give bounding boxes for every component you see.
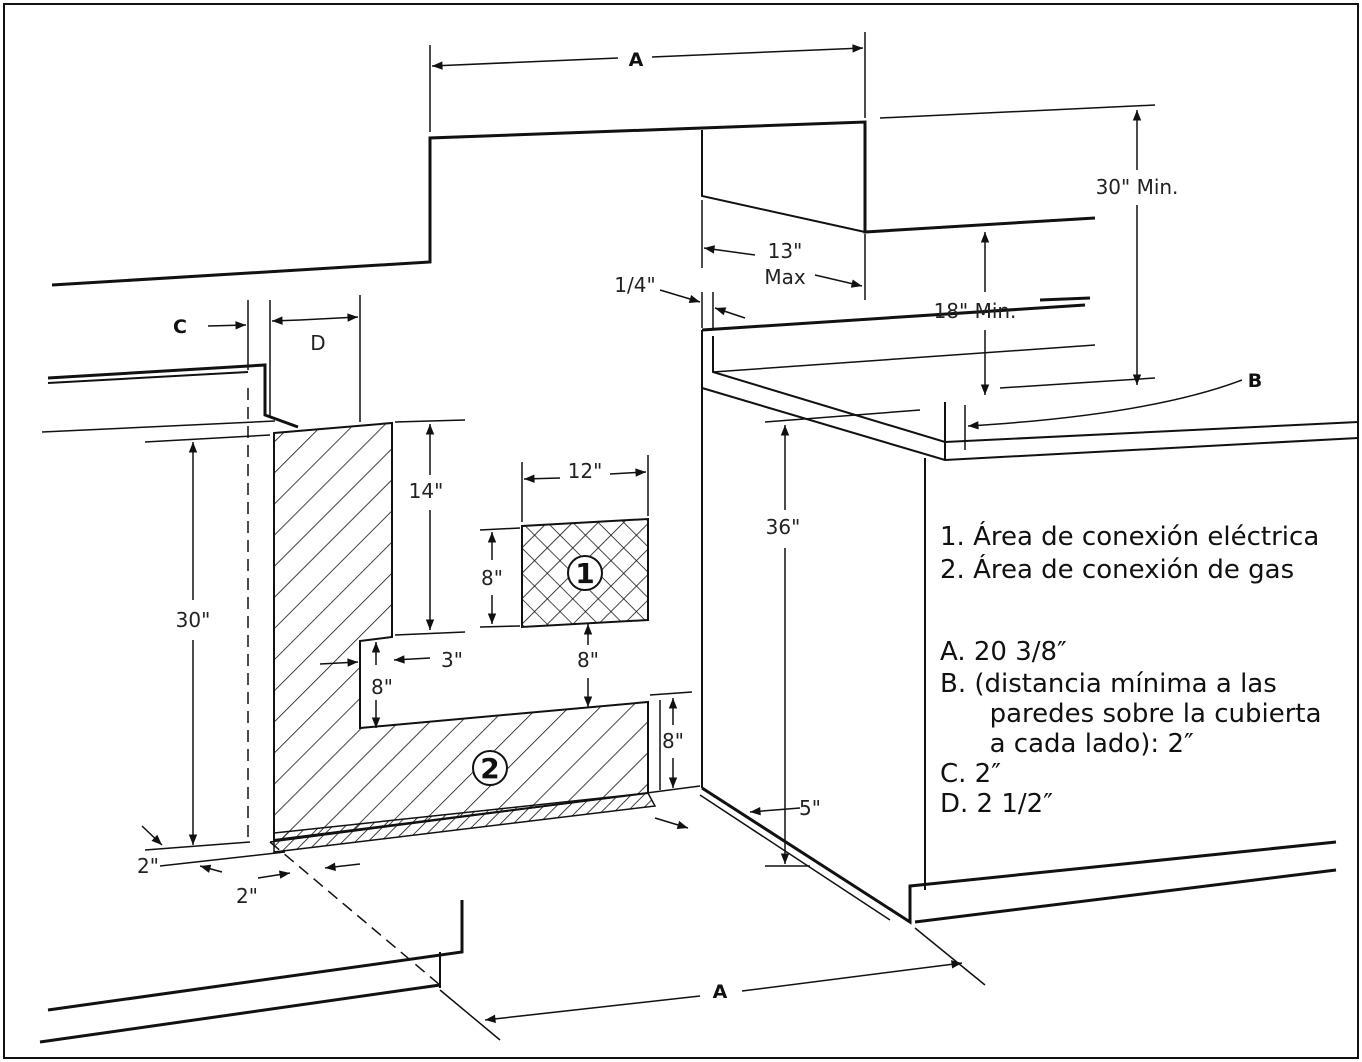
legend-letter-a: A. 20 3/8″ [940,637,1067,667]
left-countertop [41,363,299,433]
dimension-30-left [144,434,271,851]
label-8-gas: 8" [662,729,684,753]
dimension-2-bottom [199,862,361,879]
dimension-quarter [659,289,746,330]
dimension-12 [521,455,649,522]
label-2-left: 2" [137,854,159,878]
dimension-a-top [429,32,866,132]
dimension-36 [764,409,921,867]
right-cabinet [699,388,1337,925]
label-13: 13" [768,239,803,263]
label-14: 14" [409,479,444,503]
right-countertop [701,296,1359,462]
label-a-bottom: A [713,981,728,1003]
label-c: C [173,316,187,338]
label-5: 5" [799,796,821,820]
label-b: B [1248,370,1262,392]
diagram-border [3,3,1359,1059]
label-max: Max [764,265,806,289]
electric-area-number: 1 [575,557,594,590]
label-8-electric: 8" [481,566,503,590]
label-d: D [310,331,325,355]
dimension-8-gas [649,691,693,790]
legend: 1. Área de conexión eléctrica 2. Área de… [940,520,1322,819]
dimension-5 [654,806,801,829]
label-2-bottom: 2" [236,884,258,908]
dimension-14 [394,419,466,636]
label-8-between: 8" [577,648,599,672]
gas-area-marker [472,750,508,786]
dimension-30-min [879,104,1156,389]
dimension-3 [319,655,431,667]
legend-letter-c: C. 2″ [940,759,1001,789]
legend-item-1: 1. Área de conexión eléctrica [940,520,1319,552]
label-30-min: 30" Min. [1096,175,1179,199]
dimension-2-left [141,825,286,867]
legend-letter-b-2: paredes sobre la cubierta [940,699,1322,729]
dimension-13-max [701,200,866,300]
electric-connection-area: 1 [521,517,649,629]
label-36: 36" [766,515,801,539]
label-a-top: A [629,49,644,71]
dimension-c [207,300,271,418]
dimension-a-bottom [439,927,986,1041]
label-quarter: 1/4" [614,273,655,297]
label-12: 12" [568,459,603,483]
dimension-b [967,379,1243,430]
label-18-min: 18" Min. [934,299,1017,323]
gas-area-number: 2 [480,752,499,785]
dimension-d [271,295,361,422]
dimension-8-electric [479,527,521,628]
label-30-left: 30" [176,608,211,632]
legend-letter-b-1: B. (distancia mínima a las [940,669,1277,699]
legend-item-2: 2. Área de conexión de gas [940,553,1294,585]
electric-area-marker [567,555,603,591]
gas-connection-area: 2 [273,421,657,853]
label-8-notch: 8" [371,675,393,699]
legend-letter-b-3: a cada lado): 2″ [940,729,1194,759]
label-3: 3" [441,648,463,672]
legend-letter-d: D. 2 1/2″ [940,789,1053,819]
upper-cabinet [51,120,1096,287]
